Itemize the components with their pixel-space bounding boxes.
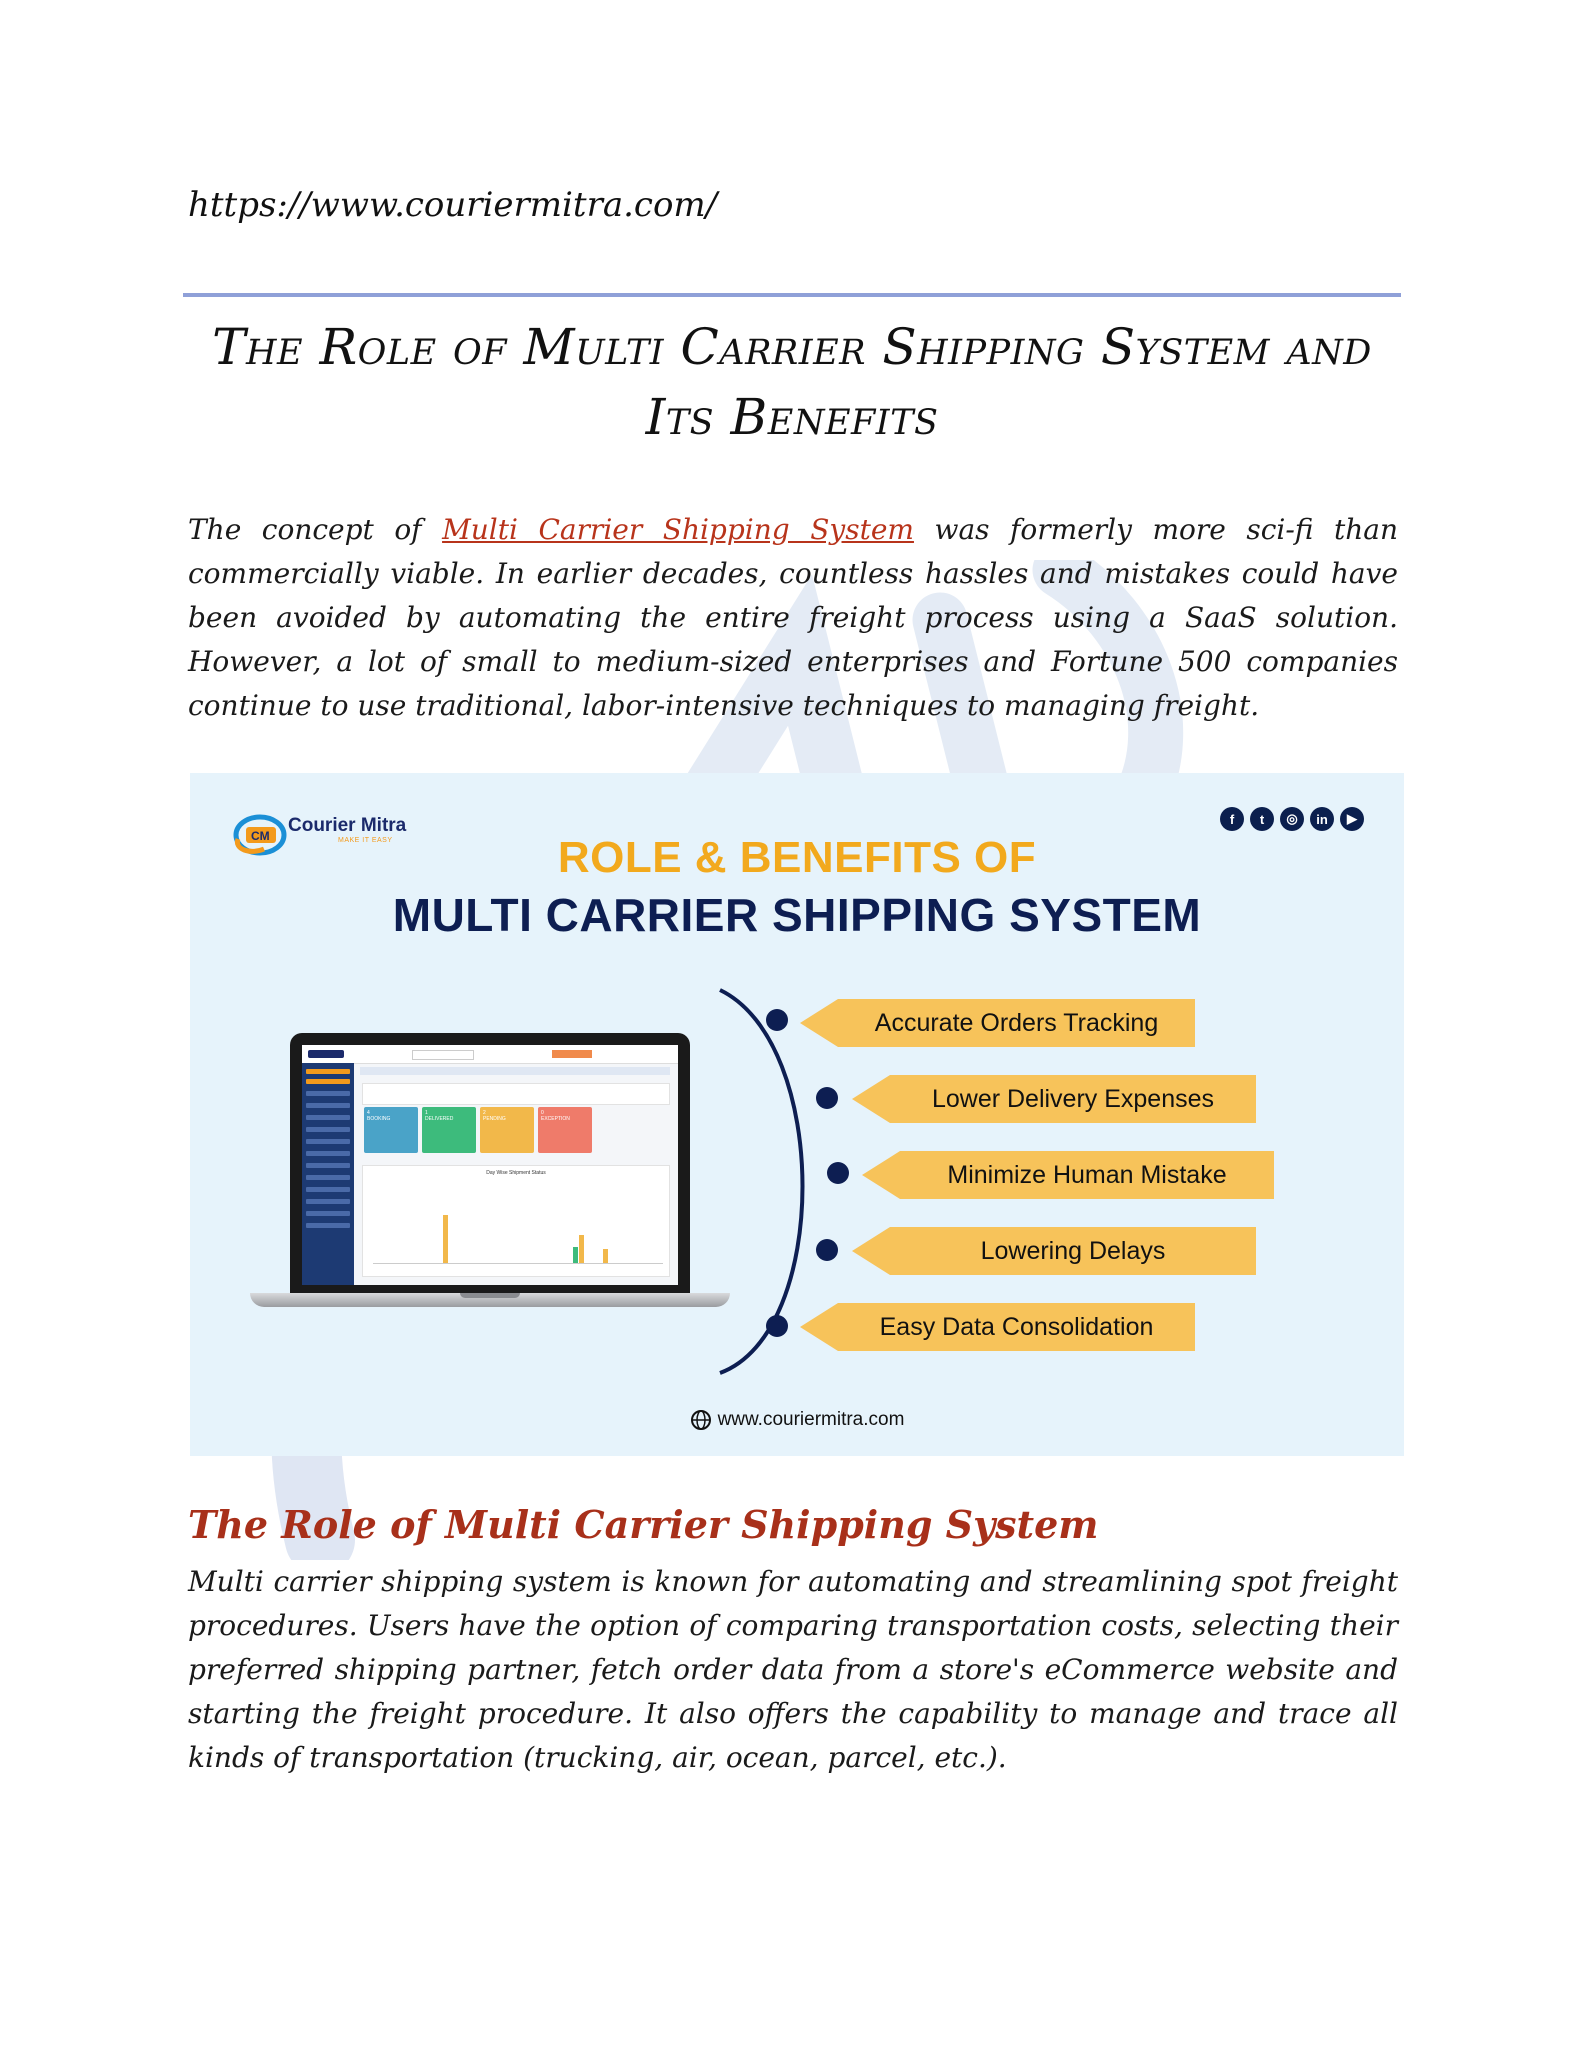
source-url[interactable]: https://www.couriermitra.com/ <box>188 185 718 225</box>
page-title-line-2: Its Benefits <box>645 388 939 446</box>
mini-chart-title: Day Wise Shipment Status <box>486 1170 546 1176</box>
intro-paragraph: The concept of Multi Carrier Shipping Sy… <box>188 508 1398 728</box>
section-heading: The Role of Multi Carrier Shipping Syste… <box>188 1502 1099 1547</box>
benefit-pill-1: Accurate Orders Tracking <box>800 999 1195 1047</box>
infographic-banner: CM Courier Mitra MAKE IT EASY f t ◎ in ▶… <box>190 773 1404 1456</box>
dashboard-topbar <box>302 1045 678 1064</box>
dashboard-sidebar <box>302 1063 354 1285</box>
tile-count: 1 <box>425 1110 428 1116</box>
courier-mitra-logo-icon: CM <box>233 814 287 856</box>
mini-chart-bar <box>603 1249 608 1263</box>
banner-website: www.couriermitra.com <box>190 1409 1404 1431</box>
benefit-pill-5: Easy Data Consolidation <box>800 1303 1195 1351</box>
logo-badge: CM <box>251 829 270 843</box>
tile-count: 2 <box>483 1110 486 1116</box>
benefit-pill-2: Lower Delivery Expenses <box>852 1075 1256 1123</box>
linkedin-icon[interactable]: in <box>1310 807 1334 831</box>
laptop-notch <box>460 1293 520 1298</box>
multi-carrier-link[interactable]: Multi Carrier Shipping System <box>442 513 914 546</box>
banner-website-text[interactable]: www.couriermitra.com <box>717 1409 905 1431</box>
tile-label: DELIVERED <box>425 1116 454 1122</box>
tile-label: EXCEPTION <box>541 1116 570 1122</box>
benefit-label: Minimize Human Mistake <box>947 1160 1227 1189</box>
benefit-label: Accurate Orders Tracking <box>874 1008 1159 1037</box>
title-divider <box>183 293 1401 297</box>
mini-chart-bar <box>579 1235 584 1263</box>
globe-icon <box>690 1410 711 1430</box>
tile-label: PENDING <box>483 1116 506 1122</box>
arc-dot <box>816 1239 838 1261</box>
benefit-pill-3: Minimize Human Mistake <box>862 1151 1274 1199</box>
arc-dot <box>816 1087 838 1109</box>
tile-label: BOOKING <box>367 1116 391 1122</box>
arc-dot <box>766 1315 788 1337</box>
intro-text-start: The concept of <box>188 513 443 546</box>
logo-tagline: MAKE IT EASY <box>338 837 393 844</box>
mini-chart-bar <box>443 1215 448 1263</box>
benefit-pill-4: Lowering Delays <box>852 1227 1256 1275</box>
benefits-arc <box>719 988 849 1375</box>
twitter-icon[interactable]: t <box>1250 807 1274 831</box>
arc-dot <box>827 1162 849 1184</box>
facebook-icon[interactable]: f <box>1220 807 1244 831</box>
social-icons: f t ◎ in ▶ <box>1220 807 1364 831</box>
tile-count: 0 <box>541 1110 544 1116</box>
benefit-label: Lower Delivery Expenses <box>931 1084 1215 1113</box>
section-paragraph: Multi carrier shipping system is known f… <box>188 1565 1398 1774</box>
benefit-label: Easy Data Consolidation <box>879 1312 1154 1341</box>
instagram-icon[interactable]: ◎ <box>1280 807 1304 831</box>
benefit-label: Lowering Delays <box>980 1236 1166 1265</box>
logo-name: Courier Mitra <box>288 815 407 836</box>
page-title: The Role of Multi Carrier Shipping Syste… <box>183 312 1401 452</box>
tile-count: 4 <box>367 1110 370 1116</box>
youtube-icon[interactable]: ▶ <box>1340 807 1364 831</box>
arc-dot <box>766 1009 788 1031</box>
mini-chart: Day Wise Shipment Status <box>362 1165 670 1277</box>
page-title-line-1: The Role of Multi Carrier Shipping Syste… <box>212 318 1372 376</box>
mini-chart-bar <box>573 1247 578 1263</box>
